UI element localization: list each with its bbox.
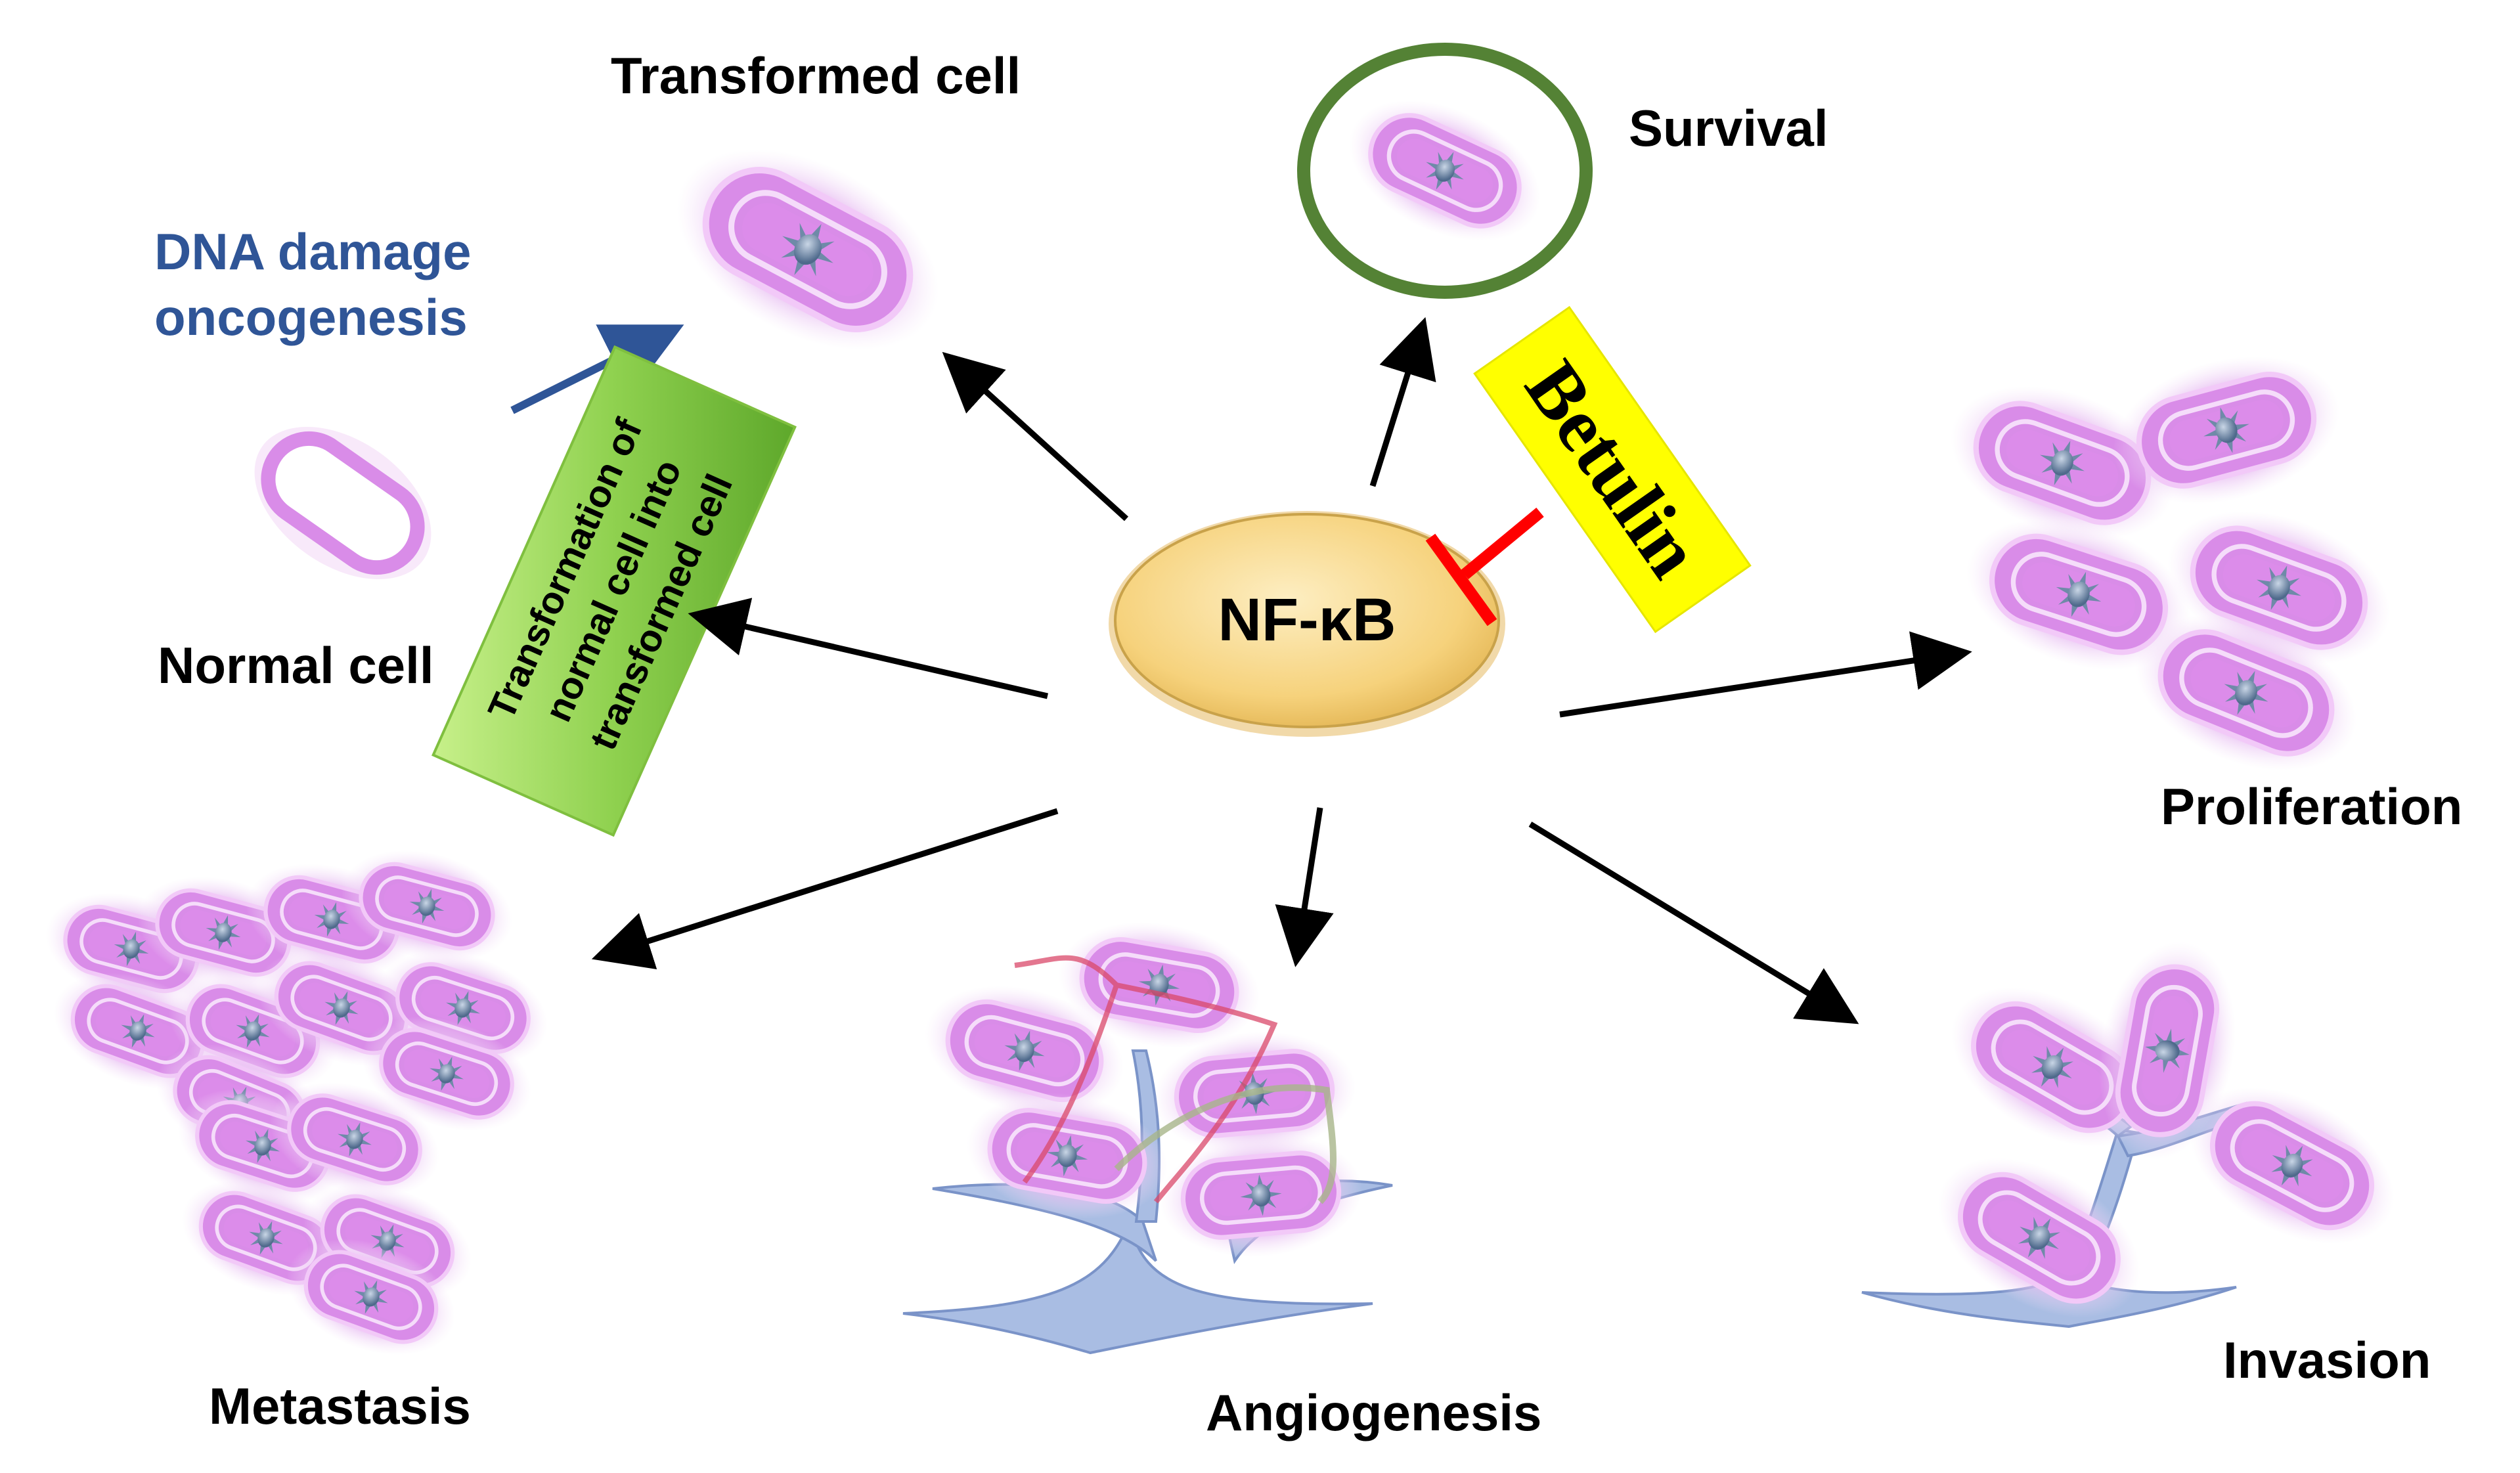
arrow-to-transformed <box>942 351 1129 521</box>
arrow-to-angiogenesis <box>1275 807 1334 967</box>
label-metastasis: Metastasis <box>209 1377 471 1435</box>
proliferation-cluster <box>1930 332 2412 801</box>
label-normal-cell: Normal cell <box>158 636 434 694</box>
nfkb-node: NF-κB <box>1109 511 1505 737</box>
label-proliferation: Proliferation <box>2161 778 2462 835</box>
grey-vessel <box>1114 1084 1337 1204</box>
arrow-to-invasion <box>1528 822 1859 1024</box>
arrow-to-metastasis <box>591 808 1059 970</box>
label-angiogenesis: Angiogenesis <box>1206 1384 1541 1441</box>
pathway-arrows <box>591 317 1972 1024</box>
arrow-to-survival <box>1369 317 1436 487</box>
arrow-to-transformation <box>688 598 1049 699</box>
inhibition-bar <box>1425 508 1544 627</box>
survival-cell <box>1297 43 1593 299</box>
angiogenesis-cluster <box>902 907 1393 1355</box>
transformed-cell <box>643 108 973 391</box>
arrow-to-proliferation <box>1559 631 1972 718</box>
label-transformed-cell: Transformed cell <box>611 47 1021 104</box>
nfkb-label: NF-κB <box>1218 586 1396 653</box>
transformation-box: Transformation of normal cell into trans… <box>431 345 797 837</box>
red-vessel <box>1014 955 1278 1204</box>
dna-damage-arrow <box>510 324 684 414</box>
invasion-cluster <box>1861 931 2421 1350</box>
label-survival: Survival <box>1629 99 1828 157</box>
betulin-box: Betulin <box>1473 305 1752 634</box>
label-dna-damage: DNA damage <box>154 223 472 280</box>
label-oncogenesis: oncogenesis <box>154 288 468 346</box>
metastasis-cluster <box>33 833 562 1377</box>
label-invasion: Invasion <box>2223 1331 2431 1389</box>
normal-cell <box>254 426 431 580</box>
